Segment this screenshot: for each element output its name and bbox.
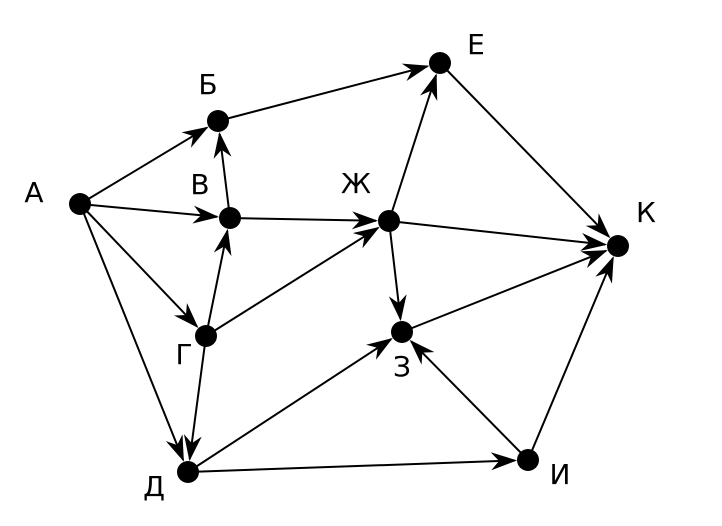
edge-I-Z <box>409 339 529 461</box>
edge-B-E <box>217 63 430 122</box>
edge-Zh-E <box>388 73 438 222</box>
node-label-A: А <box>24 176 43 209</box>
edge-A-V <box>79 203 220 224</box>
edge-V-Zh <box>229 211 379 230</box>
node-label-V: В <box>190 168 209 201</box>
node-B <box>207 110 229 132</box>
graph-labels: А Б В Г Д Е Ж З И К <box>24 28 656 503</box>
node-label-B: Б <box>198 68 217 101</box>
node-label-G: Г <box>175 338 192 371</box>
edge-I-K <box>527 256 614 461</box>
node-label-E: Е <box>467 28 485 61</box>
edge-Zh-K <box>388 220 608 251</box>
node-V <box>219 207 241 229</box>
edge-Z-K <box>401 249 608 333</box>
node-label-D: Д <box>143 470 165 503</box>
edge-D-I <box>187 452 518 473</box>
node-label-I: И <box>550 458 571 491</box>
node-label-K: К <box>636 196 656 229</box>
edge-Zh-Z <box>388 220 407 322</box>
node-I <box>517 449 539 471</box>
node-G <box>195 325 217 347</box>
node-label-Zh: Ж <box>341 167 371 200</box>
edge-A-G <box>79 203 199 329</box>
edge-A-B <box>79 126 209 205</box>
node-K <box>607 235 629 257</box>
edge-G-D <box>183 335 207 462</box>
node-E <box>429 52 451 74</box>
node-label-Z: З <box>393 350 411 383</box>
edge-D-Z <box>187 338 393 473</box>
edge-V-B <box>213 131 232 219</box>
node-A <box>69 193 91 215</box>
edge-A-D <box>79 203 185 462</box>
edge-G-Zh <box>205 226 380 337</box>
node-D <box>177 461 199 483</box>
node-Z <box>391 321 413 343</box>
edge-E-K <box>439 62 611 239</box>
edge-G-V <box>205 228 232 337</box>
graph-nodes <box>69 52 629 483</box>
node-Zh <box>378 210 400 232</box>
graph-edges <box>79 62 614 473</box>
